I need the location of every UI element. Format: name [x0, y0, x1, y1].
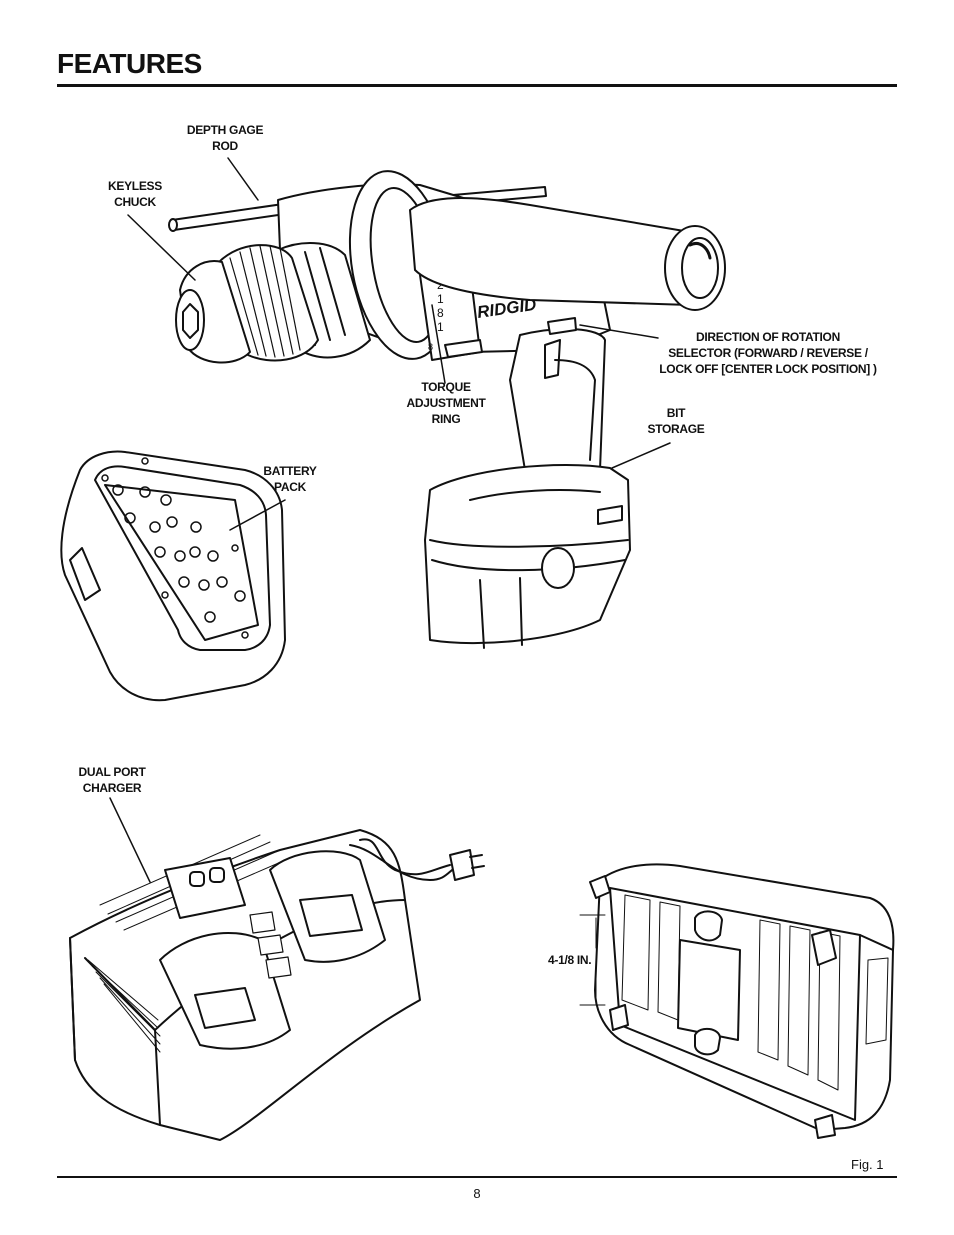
label-keyless-chuck: KEYLESS CHUCK	[90, 178, 180, 210]
label-line: CHUCK	[114, 195, 156, 209]
label-bit-storage: BIT STORAGE	[636, 405, 716, 437]
page-number: 8	[473, 1186, 481, 1201]
label-line: ROD	[212, 139, 238, 153]
label-line: LOCK OFF [CENTER LOCK POSITION] )	[659, 362, 877, 376]
figure-label: Fig. 1	[851, 1157, 884, 1172]
label-line: CHARGER	[82, 781, 142, 795]
torque-mark: 8	[437, 306, 444, 320]
title-rule	[57, 84, 897, 87]
label-torque-ring: TORQUE ADJUSTMENT RING	[396, 379, 496, 427]
label-line: RING	[431, 412, 461, 426]
label-dual-port-charger: DUAL PORT CHARGER	[62, 764, 162, 796]
charger-underside-illustration	[580, 864, 893, 1138]
leader-lines	[110, 158, 670, 882]
label-line: DIRECTION OF ROTATION	[696, 330, 840, 344]
label-line: DUAL PORT	[78, 765, 146, 779]
label-line: PACK	[274, 480, 306, 494]
label-line: SELECTOR (FORWARD / REVERSE /	[668, 346, 868, 360]
label-direction-selector: DIRECTION OF ROTATION SELECTOR (FORWARD …	[630, 329, 906, 377]
label-line: ADJUSTMENT	[406, 396, 486, 410]
label-depth-gage-rod: DEPTH GAGE ROD	[175, 122, 275, 154]
torque-mark: 1	[437, 320, 444, 334]
label-line: BIT	[666, 406, 686, 420]
label-dimension: 4-1/8 IN.	[548, 953, 592, 967]
battery-pack-illustration	[61, 452, 285, 701]
label-line: DEPTH GAGE	[186, 123, 264, 137]
auxiliary-handle	[410, 198, 725, 310]
label-line: STORAGE	[647, 422, 705, 436]
charger-illustration	[70, 830, 484, 1140]
drill-illustration: 2 1 8 1 8 RIDGID	[169, 163, 725, 648]
label-line: KEYLESS	[108, 179, 162, 193]
torque-mark: 1	[437, 292, 444, 306]
page-title: FEATURES	[57, 48, 202, 79]
label-battery-pack: BATTERY PACK	[250, 463, 330, 495]
battery-terminals	[102, 458, 248, 638]
label-line: TORQUE	[421, 380, 471, 394]
label-line: BATTERY	[263, 464, 317, 478]
torque-mark: 8	[428, 342, 433, 352]
footer-rule	[57, 1176, 897, 1178]
